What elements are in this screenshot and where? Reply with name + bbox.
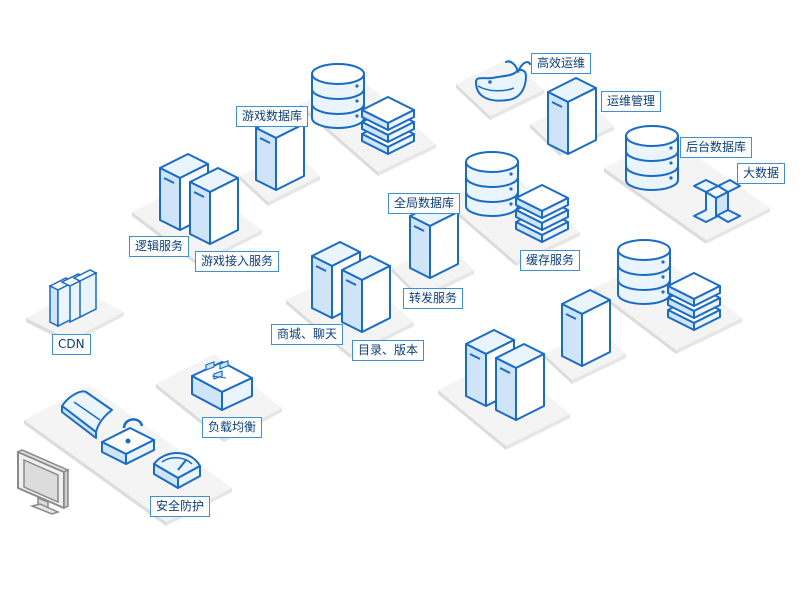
monitor-icon: [16, 449, 70, 515]
label-global-db: 全局数据库: [388, 193, 461, 214]
label-bigdata: 大数据: [737, 163, 786, 184]
label-catalog-version: 目录、版本: [352, 340, 425, 361]
global-db-cylinder: [465, 151, 519, 217]
label-cdn: CDN: [52, 334, 91, 355]
bigdata-icon: [693, 179, 741, 223]
ops-mgmt-server: [547, 77, 597, 155]
label-ops-mgmt: 运维管理: [601, 91, 662, 112]
logic-server-2: [189, 167, 239, 245]
shield-icon: [61, 390, 113, 439]
label-logic: 逻辑服务: [129, 236, 190, 257]
label-ops: 高效运维: [531, 53, 592, 74]
label-game-db: 游戏数据库: [236, 106, 309, 127]
game-db-stack: [362, 97, 414, 154]
label-forward: 转发服务: [403, 288, 464, 309]
cache-stack: [516, 185, 568, 242]
cdn-icon: [48, 269, 98, 328]
catalog-server-2: [341, 255, 391, 333]
dual-server-2: [495, 343, 545, 421]
whale-icon: [475, 60, 531, 102]
label-backend-db: 后台数据库: [680, 137, 753, 158]
lock-icon: [101, 418, 155, 465]
backend-db-cylinder: [625, 125, 679, 191]
label-lb: 负载均衡: [202, 417, 263, 438]
label-security: 安全防护: [150, 496, 211, 517]
single-server: [561, 289, 611, 367]
game-db-cylinder: [311, 63, 365, 129]
label-mall-chat: 商城、聊天: [271, 324, 344, 345]
load-balancer-icon: [191, 360, 253, 411]
gauge-icon: [153, 452, 201, 489]
storage-cylinder: [617, 239, 671, 305]
label-cache: 缓存服务: [520, 250, 581, 271]
storage-stack: [668, 273, 720, 330]
label-access: 游戏接入服务: [195, 251, 280, 272]
